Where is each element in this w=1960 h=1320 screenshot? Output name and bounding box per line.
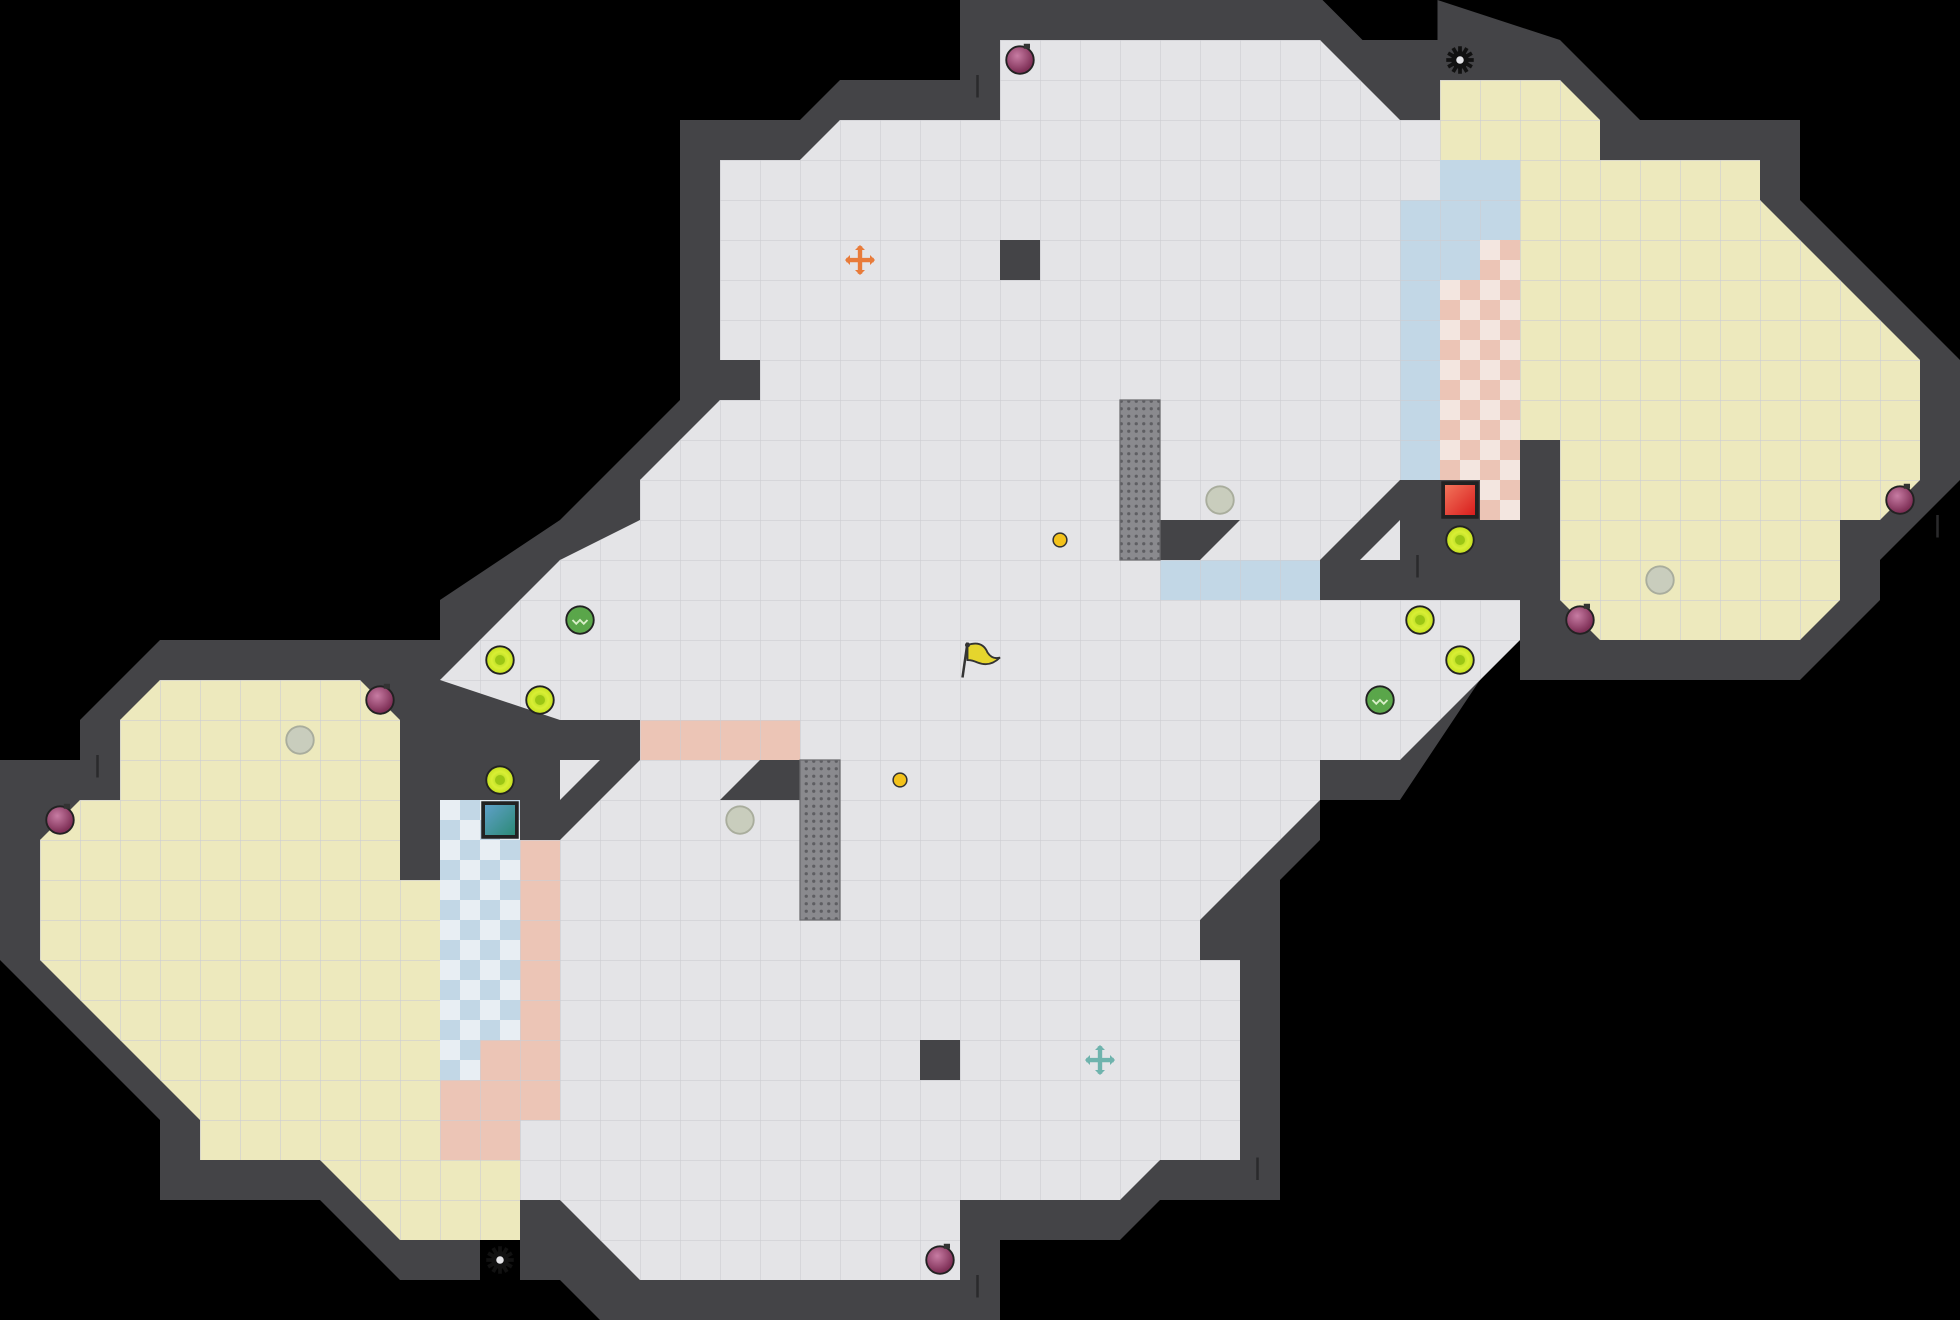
portal-icon xyxy=(725,805,755,835)
gate-button-icon xyxy=(1365,685,1395,715)
speed-booster-icon xyxy=(1445,645,1475,675)
wall-ticks xyxy=(96,75,1939,1298)
bomb-powerup-icon xyxy=(1565,603,1595,635)
spawn-marker-icon xyxy=(845,245,875,275)
portal-icon xyxy=(1645,565,1675,595)
bomb-powerup-icon xyxy=(365,683,395,715)
portal-icon xyxy=(1205,485,1235,515)
speed-booster-icon xyxy=(525,685,555,715)
boosters xyxy=(485,525,1475,795)
spike-icon xyxy=(486,1246,514,1274)
spawn-marker-icon xyxy=(1085,1045,1115,1075)
blue-flag-base-icon xyxy=(481,801,519,839)
bomb-powerup-icon xyxy=(1885,483,1915,515)
speed-booster-icon xyxy=(1445,525,1475,555)
red-flag-base-icon xyxy=(1441,481,1479,519)
spike-icon xyxy=(1446,46,1474,74)
bomb-powerup-icon xyxy=(925,1243,955,1275)
speed-booster-icon xyxy=(485,765,515,795)
pickup-icon xyxy=(1052,532,1068,548)
bomb-powerup-icon xyxy=(45,803,75,835)
flag-icon xyxy=(961,642,1001,678)
inner-walls xyxy=(400,120,1560,1080)
red-checker-right xyxy=(1440,240,1520,520)
gears xyxy=(486,46,1474,1274)
portals xyxy=(285,485,1675,835)
speed-booster-icon xyxy=(485,645,515,675)
bombs xyxy=(45,43,1915,1275)
gate-blocks xyxy=(799,399,1161,921)
speed-booster-icon xyxy=(1405,605,1435,635)
portal-icon xyxy=(285,725,315,755)
bomb-powerup-icon xyxy=(1005,43,1035,75)
gate-button-icon xyxy=(565,605,595,635)
blue-checker-left xyxy=(440,800,520,1080)
pickup-icon xyxy=(892,772,908,788)
pickups xyxy=(892,532,1068,788)
